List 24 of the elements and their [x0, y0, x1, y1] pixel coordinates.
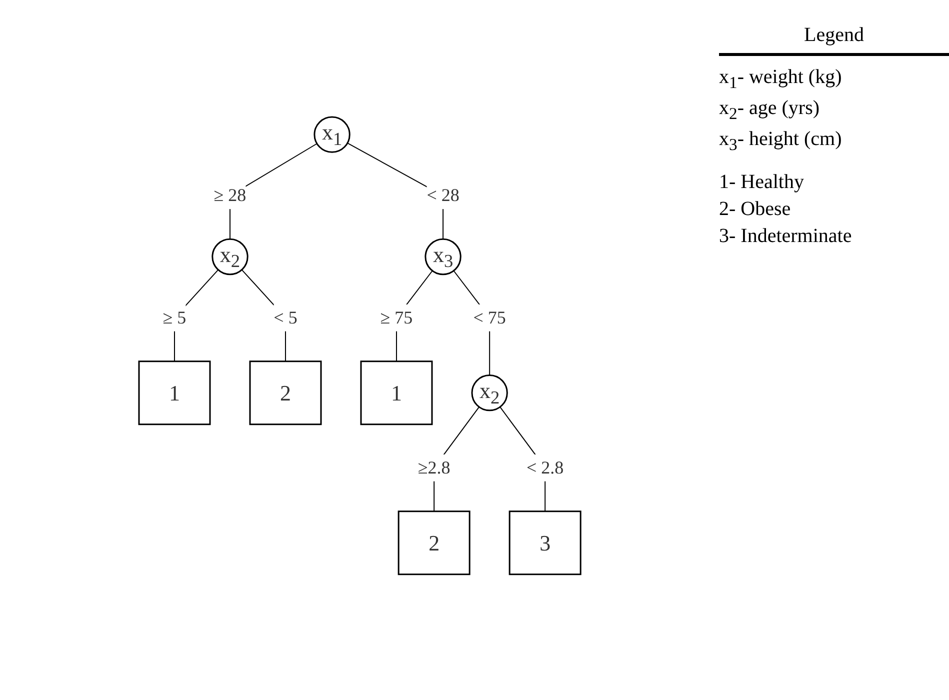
node-circle: x$_{1}$	[313, 116, 350, 153]
edge-label: < 28	[426, 185, 460, 206]
edge-label: < 2.8	[526, 457, 564, 478]
legend-entry: 2- Obese	[719, 198, 792, 221]
legend-entry: x$_{1}$- weight (kg)	[719, 66, 843, 93]
edge-label: < 75	[472, 307, 506, 328]
node-circle: x$_{2}$	[211, 238, 248, 276]
node-box: 2	[248, 360, 322, 426]
legend-entry: 1- Healthy	[719, 171, 805, 194]
edge-label: < 5	[273, 307, 298, 328]
legend-entry: x$_{3}$- height (cm)	[719, 128, 843, 155]
legend-title: Legend	[719, 24, 949, 56]
node-box: 1	[360, 360, 432, 426]
edge-label: ≥ 5	[162, 307, 186, 328]
edge-label: ≥2.8	[418, 457, 450, 478]
node-box: 2	[398, 510, 470, 576]
legend-entry: x$_{2}$- age (yrs)	[719, 97, 821, 124]
edge-label: ≥ 75	[380, 307, 412, 328]
node-circle: x$_{2}$	[470, 374, 508, 412]
node-box: 3	[508, 510, 582, 576]
legend-entry: 3- Indeterminate	[719, 225, 853, 248]
edge-label: ≥ 28	[214, 185, 246, 206]
node-circle: x$_{3}$	[424, 238, 462, 276]
node-box: 1	[138, 360, 210, 426]
